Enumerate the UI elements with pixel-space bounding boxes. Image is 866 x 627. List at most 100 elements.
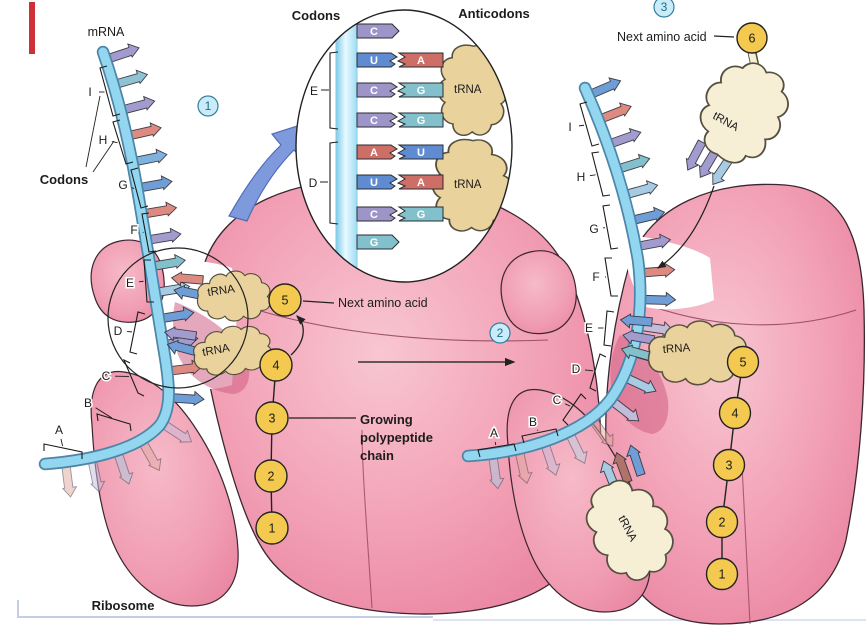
- codon-bar: [488, 456, 505, 490]
- codon-bar: [609, 127, 642, 148]
- inset-codon-letter: G: [370, 237, 379, 249]
- inset-anticodon-bar: [396, 112, 444, 128]
- bracket-tick: [589, 174, 596, 177]
- svg-text:3: 3: [661, 0, 668, 14]
- right-small-subunit-top: [500, 250, 577, 335]
- position-letter: D: [572, 362, 581, 376]
- bracket-tick: [564, 403, 571, 407]
- amino-acid-circle: [712, 448, 746, 482]
- amino-acid-number: 2: [719, 516, 726, 530]
- amino-number-6: 6: [749, 32, 756, 46]
- left-small-subunit-body: [90, 370, 239, 607]
- bracket-tick: [537, 429, 539, 431]
- position-letter: I: [88, 85, 91, 99]
- codon-bar: [566, 432, 588, 464]
- amino-acid-circle: [255, 511, 289, 545]
- codon-bar: [610, 398, 640, 422]
- amino-acid-circle: [255, 401, 289, 435]
- right-lobe-crease: [634, 299, 857, 326]
- inset-codon-bar: [356, 144, 398, 160]
- inset-codon-bar: [356, 52, 398, 68]
- inset-codon-letter: U: [370, 177, 378, 189]
- amino-acid-circle: [259, 348, 293, 382]
- codon-bar: [589, 77, 622, 99]
- codon-bar: [139, 440, 162, 472]
- left-bottom-crease: [361, 429, 373, 609]
- position-bracket: [477, 443, 517, 458]
- scan-red-mark: [29, 2, 35, 54]
- inset-letter-D: D: [309, 176, 318, 190]
- position-letter: H: [577, 170, 586, 184]
- codon-bar: [144, 201, 178, 219]
- position-bracket: [43, 443, 83, 459]
- position-bracket: [141, 212, 157, 253]
- position-bracket: [143, 259, 154, 303]
- codon-bar: [115, 69, 149, 89]
- bracket-tick: [111, 141, 118, 144]
- codon-bar: [643, 291, 677, 308]
- position-letter: G: [118, 178, 127, 192]
- codon-bar: [171, 390, 205, 407]
- mrna-label: mRNA: [88, 25, 125, 39]
- left-mrna-codon-bars: [61, 43, 205, 498]
- bracket-tick: [95, 407, 113, 419]
- amino-acid-circle: [705, 557, 739, 591]
- position-letter: C: [553, 393, 562, 407]
- inset-mrna-backbone: [335, 10, 358, 279]
- position-bracket: [562, 393, 587, 426]
- codon-bar: [148, 227, 182, 245]
- position-bracket: [604, 257, 618, 297]
- next-amino-right-line: [713, 35, 735, 38]
- position-bracket: [579, 101, 600, 147]
- codon-bar: [514, 451, 533, 485]
- position-letter: C: [102, 369, 111, 383]
- left-trna-group: tRNA tRNA: [189, 270, 275, 381]
- left-mrna-strand: [40, 47, 174, 469]
- inset-anticodon-letter: G: [417, 115, 426, 127]
- right-trna-site-group: tRNA: [647, 320, 748, 386]
- magnifier-circle: [107, 247, 249, 389]
- codon-bar: [122, 95, 156, 115]
- position-bracket: [122, 358, 145, 397]
- position-bracket: [603, 310, 615, 347]
- position-bracket: [589, 353, 607, 392]
- bracket-tick: [584, 369, 594, 372]
- position-letter: D: [114, 324, 123, 338]
- inset-codon-letter: A: [370, 147, 378, 159]
- inset-letter-E: E: [310, 84, 318, 98]
- amino-acid-number: 1: [719, 568, 726, 582]
- position-letter: H: [99, 133, 108, 147]
- amino-acid-number: 5: [282, 294, 289, 308]
- left-trna-label-2: tRNA: [201, 342, 230, 359]
- inset-codon-letter: C: [370, 85, 378, 97]
- codon-bar: [170, 359, 204, 376]
- amino-acid-number: 4: [732, 407, 739, 421]
- next-amino-left-line: [302, 300, 335, 304]
- inset-codon-bar: [356, 234, 400, 250]
- bracket-tick: [578, 124, 585, 127]
- position-bracket: [591, 151, 611, 197]
- inset-codon-letter: C: [370, 26, 378, 38]
- inset-codon-bar: [356, 174, 398, 190]
- growing-line-1: Growing: [360, 412, 413, 427]
- bracket-tick: [60, 438, 64, 447]
- amino-acid-number: 3: [726, 459, 733, 473]
- bracket-tick: [138, 280, 144, 283]
- inset-bracket-E: E: [308, 51, 339, 130]
- page-edge-line-left: [17, 600, 433, 618]
- inset-codon-letter: U: [370, 55, 378, 67]
- anticodon-bar: [170, 271, 204, 287]
- amino-acid-number: 2: [268, 470, 275, 484]
- inset-codons-header: Codons: [292, 8, 340, 23]
- codon-bar: [129, 122, 162, 140]
- codon-bar: [107, 43, 140, 63]
- anticodon-bar: [163, 326, 198, 342]
- step-badge-2: 2: [489, 322, 511, 344]
- inset-anticodon-bar: [396, 52, 444, 68]
- position-letter: G: [589, 222, 598, 236]
- codon-bar: [139, 175, 173, 193]
